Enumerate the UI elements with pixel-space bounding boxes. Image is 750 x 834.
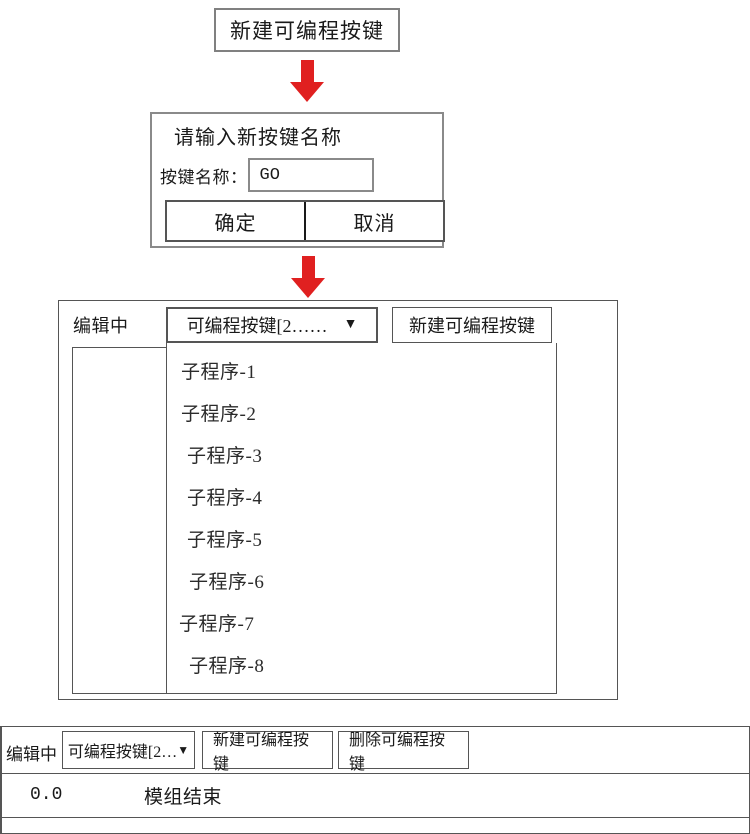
bottom-editing-status-label: 编辑中	[6, 745, 57, 764]
list-item[interactable]: 子程序-5	[167, 517, 556, 559]
bottom-programmable-key-dropdown-value: 可编程按键[2…	[67, 744, 178, 761]
flow-arrow-down-icon	[290, 60, 324, 102]
chevron-down-icon: ▼	[343, 317, 358, 332]
program-line-number: 0.0	[30, 785, 63, 805]
list-item-label: 子程序-5	[187, 529, 263, 551]
list-item-label: 子程序-8	[189, 655, 265, 677]
key-name-input[interactable]: GO	[247, 158, 374, 192]
arrow-shaft	[301, 256, 315, 278]
bottom-application-strip: 编辑中 可编程按键[2… ▼ 新建可编程按键 删除可编程按键 0.0 模组结束	[0, 726, 750, 834]
programmable-key-dropdown[interactable]: 可编程按键[2…… ▼	[166, 307, 378, 343]
dialog-title: 请输入新按键名称	[174, 127, 342, 149]
list-item[interactable]: 子程序-8	[167, 643, 556, 685]
bottom-programmable-key-dropdown[interactable]: 可编程按键[2… ▼	[62, 731, 195, 769]
program-line-text: 模组结束	[144, 786, 223, 808]
list-item-label: 子程序-6	[189, 571, 265, 593]
new-programmable-key-button[interactable]: 新建可编程按键	[214, 8, 400, 52]
bottom-new-programmable-key-button[interactable]: 新建可编程按键	[202, 731, 333, 773]
flow-arrow-down-icon-2	[291, 256, 325, 298]
new-key-name-dialog: 请输入新按键名称 按键名称： GO 确定 取消	[150, 112, 445, 248]
confirm-button[interactable]: 确定	[167, 202, 306, 240]
panel-toolbar: 编辑中 可编程按键[2…… ▼ 新建可编程按键	[59, 301, 617, 343]
list-item[interactable]: 子程序-4	[167, 475, 556, 517]
cancel-button-label: 取消	[353, 212, 396, 235]
cancel-button[interactable]: 取消	[306, 202, 443, 240]
program-line-row[interactable]: 0.0 模组结束	[2, 773, 749, 818]
arrow-head	[290, 82, 324, 102]
list-item[interactable]: 子程序-1	[167, 349, 556, 391]
arrow-shaft	[300, 60, 314, 82]
confirm-button-label: 确定	[214, 212, 257, 235]
list-item-label: 子程序-3	[187, 445, 263, 467]
list-item[interactable]: 子程序-7	[167, 601, 556, 643]
arrow-head	[291, 278, 325, 298]
bottom-toolbar: 编辑中 可编程按键[2… ▼ 新建可编程按键 删除可编程按键	[2, 727, 749, 774]
list-item[interactable]: 子程序-3	[167, 433, 556, 475]
editing-status-label: 编辑中	[73, 316, 129, 336]
list-item[interactable]: 子程序-2	[167, 391, 556, 433]
list-item-label: 子程序-4	[187, 487, 263, 509]
bottom-delete-programmable-key-button[interactable]: 删除可编程按键	[338, 731, 469, 773]
new-programmable-key-label: 新建可编程按键	[230, 19, 384, 43]
panel-new-programmable-key-label: 新建可编程按键	[409, 316, 535, 336]
bottom-delete-programmable-key-label: 删除可编程按键	[349, 732, 446, 773]
list-item-label: 子程序-1	[181, 361, 257, 383]
bottom-new-programmable-key-label: 新建可编程按键	[213, 732, 310, 773]
dialog-button-row: 确定 取消	[165, 200, 445, 242]
chevron-down-icon: ▼	[177, 742, 190, 757]
list-item[interactable]: 子程序-6	[167, 559, 556, 601]
key-name-label: 按键名称：	[160, 167, 248, 187]
panel-left-column	[72, 347, 172, 694]
panel-new-programmable-key-button[interactable]: 新建可编程按键	[392, 307, 552, 343]
programmable-key-dropdown-value: 可编程按键[2……	[186, 316, 328, 336]
list-item-label: 子程序-2	[181, 403, 257, 425]
key-name-field-row: 按键名称： GO	[160, 158, 374, 192]
list-item-label: 子程序-7	[179, 613, 255, 635]
subroutine-dropdown-list[interactable]: 子程序-1 子程序-2 子程序-3 子程序-4 子程序-5 子程序-6 子程序-7 子程序-8	[166, 343, 557, 694]
